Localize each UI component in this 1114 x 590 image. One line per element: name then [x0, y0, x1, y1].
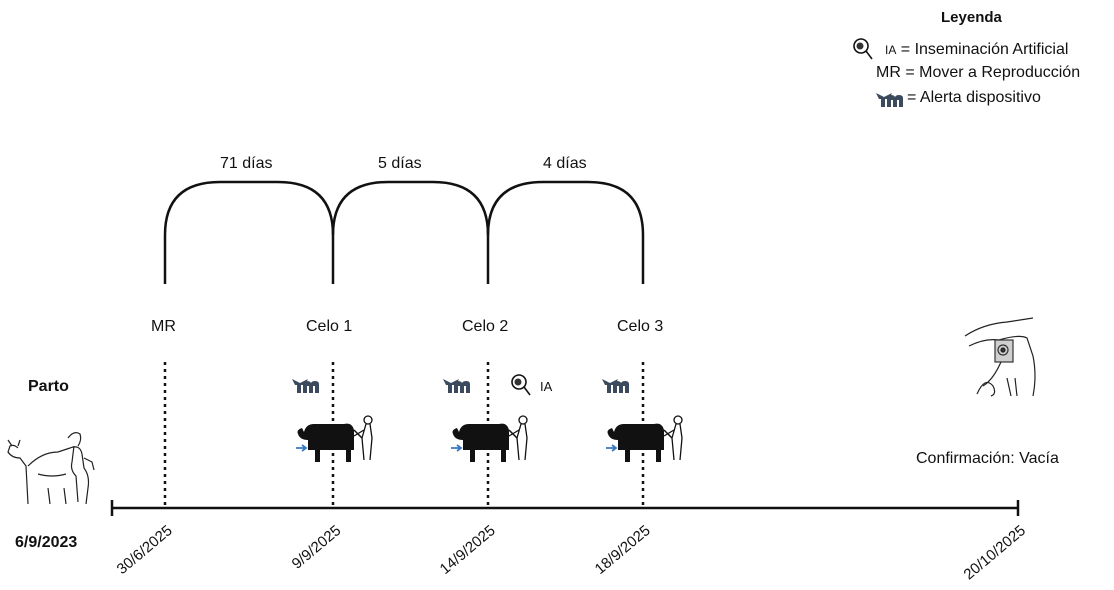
cow-heat-check-icon — [606, 415, 683, 462]
interval-arch-3 — [486, 180, 645, 284]
legend-item-mr: MR = Mover a Reproducción — [876, 64, 1080, 82]
legend-text-alert: = Alerta dispositivo — [907, 89, 1041, 106]
insemination-icon — [511, 374, 531, 396]
phase-label-celo-1: Celo 1 — [306, 318, 353, 335]
phase-label-celo-2: Celo 2 — [462, 318, 509, 335]
legend-item-ia: IA = Inseminación Artificial — [885, 41, 1068, 59]
start-event-date: 6/9/2023 — [15, 534, 78, 551]
legend-item-alert: = Alerta dispositivo — [907, 89, 1041, 107]
device-alert-icon — [292, 379, 319, 393]
legend-symbol-ia: IA — [885, 42, 897, 57]
legend-text-ia: = Inseminación Artificial — [900, 41, 1069, 58]
cow-heat-check-icon — [451, 415, 528, 462]
end-event-label: Confirmación: Vacía — [916, 450, 1059, 467]
interval-label-3: 4 días — [543, 155, 587, 172]
interval-arch-2 — [331, 180, 490, 284]
legend-text-mr: = Mover a Reproducción — [905, 64, 1081, 81]
interval-label-1: 71 días — [220, 155, 273, 172]
cow-heat-check-icon — [296, 415, 373, 462]
calving-illustration — [7, 432, 95, 505]
phase-label-celo-3: Celo 3 — [617, 318, 664, 335]
legend-symbol-mr: MR — [876, 64, 901, 81]
device-alert-icon — [876, 93, 903, 107]
ultrasound-illustration — [964, 317, 1036, 397]
start-event-label: Parto — [28, 378, 69, 395]
phase-label-mr: MR — [151, 318, 176, 335]
device-alert-icon — [443, 379, 470, 393]
interval-label-2: 5 días — [378, 155, 422, 172]
insemination-marker-label: IA — [540, 379, 553, 394]
insemination-icon — [853, 38, 873, 60]
legend-title: Leyenda — [941, 9, 1002, 26]
device-alert-icon — [602, 379, 629, 393]
interval-arch-1 — [163, 180, 335, 284]
